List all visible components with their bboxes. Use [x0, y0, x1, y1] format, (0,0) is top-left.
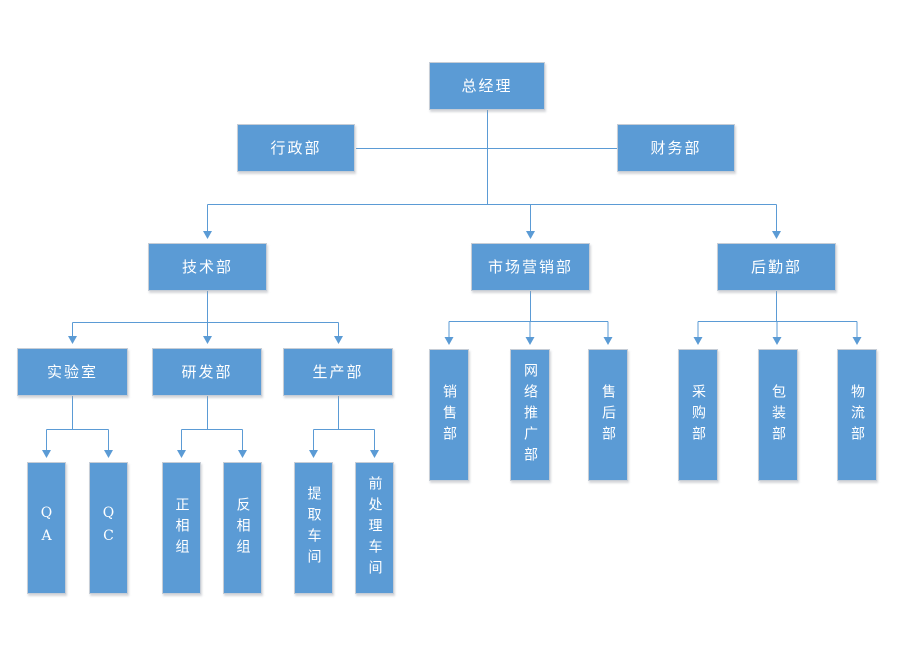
org-node-label: 总经理	[461, 76, 513, 95]
org-node-label: 行政部	[270, 138, 322, 157]
org-node-label: 包装部	[770, 383, 786, 447]
org-node-label: 售后部	[600, 383, 616, 447]
org-node-label: 市场营销部	[487, 257, 573, 276]
org-node-logistics[interactable]: 物流部	[837, 349, 877, 481]
org-node-lab[interactable]: 实验室	[17, 348, 128, 396]
org-node-pretreatment[interactable]: 前处理车间	[355, 462, 394, 594]
org-node-label: 后勤部	[750, 257, 802, 276]
org-node-label: QA	[38, 505, 55, 551]
org-node-packaging[interactable]: 包装部	[758, 349, 798, 481]
org-node-online-promotion[interactable]: 网络推广部	[510, 349, 550, 481]
org-node-extraction[interactable]: 提取车间	[294, 462, 333, 594]
org-node-label: 采购部	[690, 383, 706, 447]
org-node-sales[interactable]: 销售部	[429, 349, 469, 481]
org-node-label: 技术部	[181, 257, 233, 276]
org-node-label: 网络推广部	[522, 362, 538, 468]
org-node-general-manager[interactable]: 总经理	[429, 62, 545, 110]
org-node-logistics-support[interactable]: 后勤部	[717, 243, 836, 291]
org-node-qc[interactable]: QC	[89, 462, 128, 594]
org-node-purchasing[interactable]: 采购部	[678, 349, 718, 481]
org-node-label: 反相组	[234, 496, 251, 560]
org-node-rnd[interactable]: 研发部	[152, 348, 262, 396]
org-node-tech[interactable]: 技术部	[148, 243, 267, 291]
org-node-label: 生产部	[312, 362, 364, 381]
org-node-after-sales[interactable]: 售后部	[588, 349, 628, 481]
org-node-reverse-phase[interactable]: 反相组	[223, 462, 262, 594]
org-node-label: QC	[100, 505, 117, 551]
org-node-normal-phase[interactable]: 正相组	[162, 462, 201, 594]
org-node-production[interactable]: 生产部	[283, 348, 393, 396]
org-node-label: 前处理车间	[366, 475, 383, 581]
org-node-label: 财务部	[650, 138, 702, 157]
org-node-label: 物流部	[849, 383, 865, 447]
org-node-label: 实验室	[46, 362, 98, 381]
org-node-marketing[interactable]: 市场营销部	[471, 243, 590, 291]
org-node-qa[interactable]: QA	[27, 462, 66, 594]
org-node-label: 研发部	[181, 362, 233, 381]
org-node-admin[interactable]: 行政部	[237, 124, 355, 172]
org-node-label: 销售部	[441, 383, 457, 447]
org-node-label: 正相组	[173, 496, 190, 560]
org-node-finance[interactable]: 财务部	[617, 124, 735, 172]
org-node-label: 提取车间	[305, 486, 322, 570]
